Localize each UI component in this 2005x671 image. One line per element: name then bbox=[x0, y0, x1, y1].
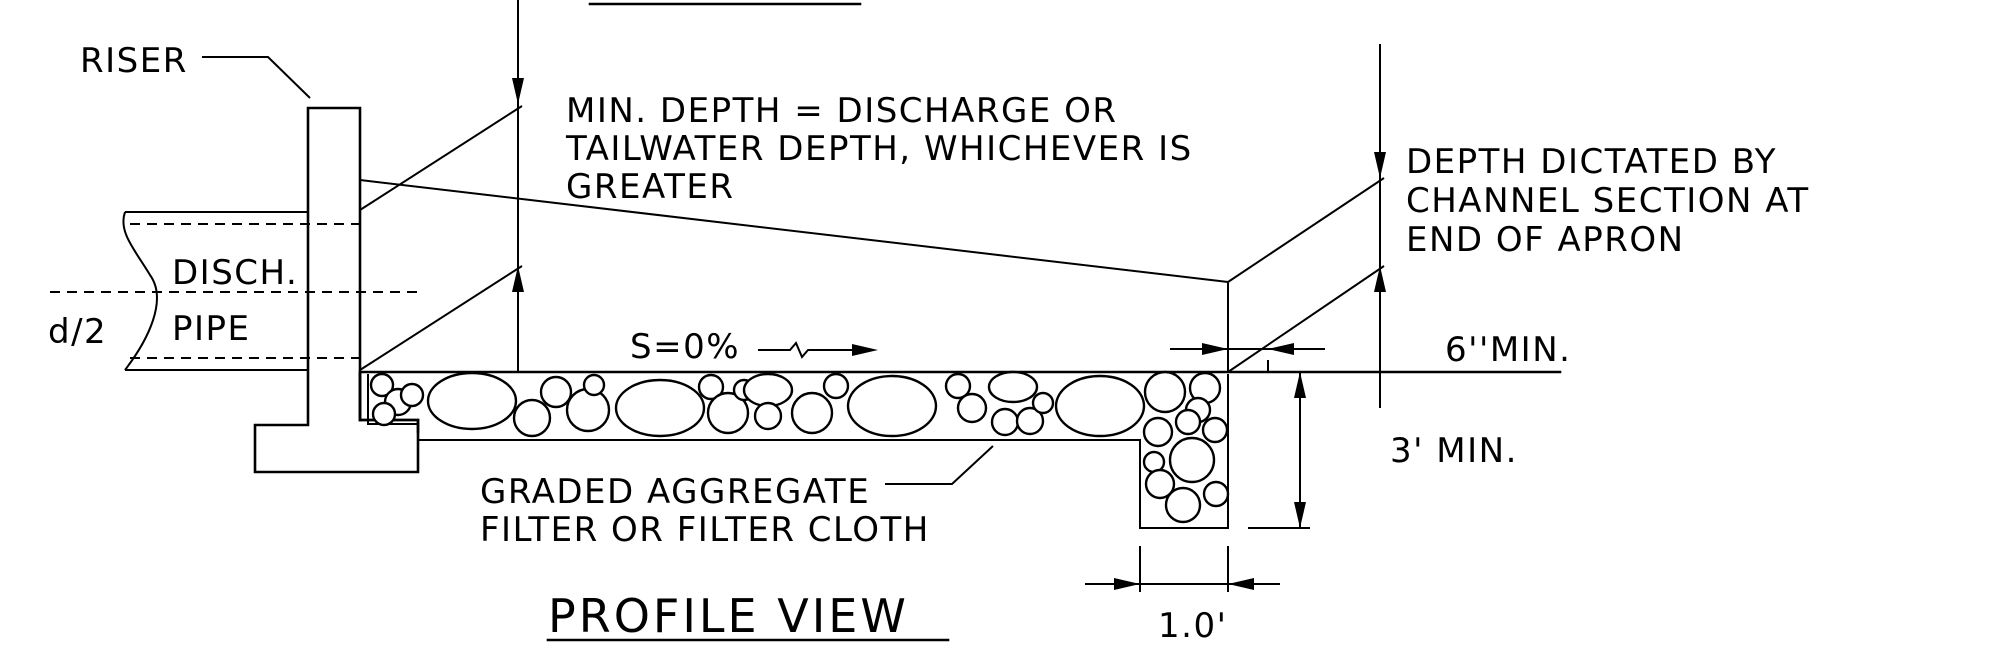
riser-label: RISER bbox=[80, 41, 188, 81]
aggregate-label-line2: FILTER OR FILTER CLOTH bbox=[480, 510, 930, 550]
six-inch-dimension bbox=[1170, 343, 1325, 355]
six-inch-min-label: 6''MIN. bbox=[1445, 330, 1571, 370]
profile-view-title: PROFILE VIEW bbox=[548, 589, 909, 643]
leader-lines bbox=[359, 105, 1385, 485]
one-foot-dimension bbox=[1085, 546, 1280, 592]
rocks bbox=[369, 370, 1230, 524]
d2-label: d/2 bbox=[48, 312, 107, 352]
apron-profile bbox=[358, 179, 1562, 374]
min-depth-label-line1: MIN. DEPTH = DISCHARGE OR bbox=[566, 91, 1118, 131]
depth-dictated-dimension bbox=[1374, 44, 1386, 408]
min-depth-label-line3: GREATER bbox=[566, 167, 734, 207]
slope-label: S=0% bbox=[630, 327, 740, 367]
aggregate-bed bbox=[367, 374, 1229, 529]
min-depth-label-line2: TAILWATER DEPTH, WHICHEVER IS bbox=[565, 129, 1193, 169]
three-ft-dimension bbox=[1248, 371, 1310, 529]
three-ft-min-label: 3' MIN. bbox=[1390, 431, 1518, 471]
pipe-label: PIPE bbox=[172, 309, 251, 349]
depth-dictated-label-line3: END OF APRON bbox=[1406, 220, 1685, 260]
aggregate-label-line1: GRADED AGGREGATE bbox=[480, 472, 870, 512]
slope-arrow bbox=[758, 341, 878, 359]
riser-leader bbox=[202, 56, 311, 99]
depth-dictated-label-line1: DEPTH DICTATED BY bbox=[1406, 142, 1777, 182]
one-foot-label: 1.0' bbox=[1158, 606, 1227, 646]
depth-dictated-label-line2: CHANNEL SECTION AT bbox=[1406, 181, 1810, 221]
discharge-pipe bbox=[50, 211, 420, 371]
min-depth-dimension bbox=[512, 0, 524, 372]
disch-label: DISCH. bbox=[172, 253, 298, 293]
